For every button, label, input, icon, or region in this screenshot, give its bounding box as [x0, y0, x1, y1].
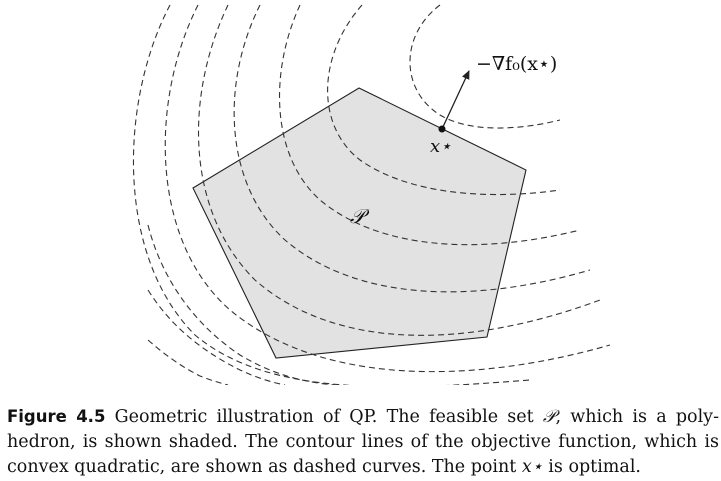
- contour-curve: [147, 224, 336, 385]
- contour-curve: [409, 4, 561, 129]
- contour-curve: [147, 289, 286, 385]
- contour-curve: [147, 339, 229, 385]
- figure-caption: Figure 4.5 Geometric illustration of QP.…: [7, 404, 719, 480]
- caption-text: , which is a poly­hedron, is shown shade…: [7, 407, 719, 477]
- optimal-point: [438, 125, 446, 133]
- caption-text: Geometric illustration of QP. The feasib…: [105, 407, 543, 427]
- caption-text: is optimal.: [542, 457, 641, 477]
- qp-illustration: 𝒫 −∇f₀(x⋆) x⋆: [132, 4, 611, 385]
- point-label: x⋆: [430, 136, 451, 157]
- contour-curve: [132, 4, 531, 385]
- contour-curve: [233, 4, 591, 293]
- contour-curve: [164, 4, 611, 373]
- caption-point-symbol: x⋆: [521, 457, 543, 477]
- contour-curve: [327, 4, 561, 196]
- gradient-arrow: [441, 70, 470, 130]
- figure-number: Figure 4.5: [7, 407, 106, 426]
- contour-lines: [132, 4, 611, 385]
- contour-curve: [197, 4, 601, 336]
- contour-curve: [279, 4, 581, 246]
- gradient-label: −∇f₀(x⋆): [476, 53, 557, 75]
- feasible-polyhedron: [192, 87, 527, 359]
- caption-set-symbol: 𝒫: [542, 407, 556, 427]
